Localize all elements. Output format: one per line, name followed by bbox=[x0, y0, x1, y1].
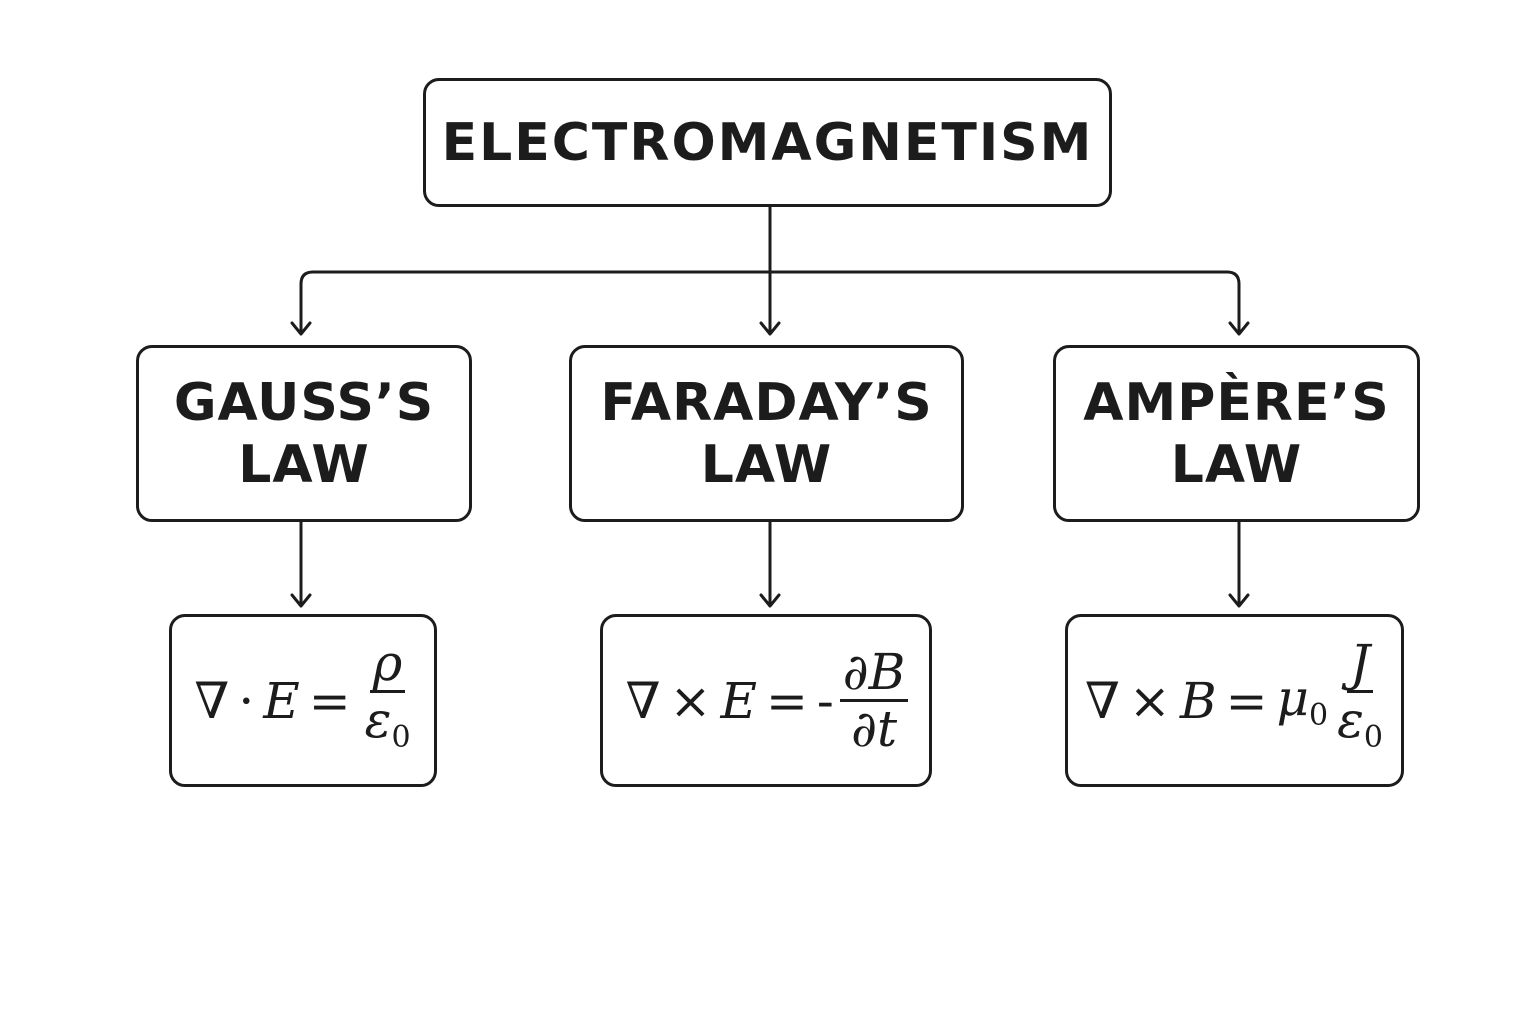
arrowhead-faraday bbox=[759, 321, 781, 336]
subscript-zero: 0 bbox=[1363, 720, 1383, 755]
equals-sign: = bbox=[765, 671, 808, 730]
arrowhead-ampere bbox=[1228, 321, 1250, 336]
arrowhead-gauss bbox=[290, 321, 312, 336]
nabla-symbol: ∇ bbox=[1084, 671, 1120, 730]
faraday-law-title: FARADAY’S bbox=[600, 372, 933, 433]
fraction-numerator: J bbox=[1347, 636, 1374, 693]
subscript-zero: 0 bbox=[1308, 697, 1329, 733]
arrow-to-ampere bbox=[1225, 270, 1241, 335]
subscript-zero: 0 bbox=[391, 720, 411, 755]
gauss-law-node: GAUSS’S LAW bbox=[136, 345, 472, 522]
charge-density-fraction: ρ ε0 bbox=[362, 636, 414, 765]
root-label: ELECTROMAGNETISM bbox=[441, 112, 1094, 173]
arrowhead-faraday-equation bbox=[759, 593, 781, 608]
faraday-equation: ∇ × E = - ∂B ∂t bbox=[624, 645, 909, 756]
nabla-symbol: ∇ bbox=[625, 671, 661, 730]
time-derivative-fraction: ∂B ∂t bbox=[839, 645, 909, 758]
gauss-equation: ∇ · E = ρ ε0 bbox=[192, 636, 413, 765]
dot-product-operator: · bbox=[238, 671, 255, 730]
arrow-to-gauss bbox=[299, 270, 315, 335]
fraction-denominator: ε0 bbox=[1334, 693, 1386, 765]
ampere-law-title: AMPÈRE’S bbox=[1083, 372, 1390, 433]
ampere-law-node: AMPÈRE’S LAW bbox=[1053, 345, 1420, 522]
minus-sign: - bbox=[816, 671, 834, 730]
electric-field-symbol: E bbox=[720, 671, 757, 730]
fraction-denominator: ε0 bbox=[362, 693, 414, 765]
mu-symbol: μ bbox=[1276, 668, 1309, 727]
faraday-law-subtitle: LAW bbox=[700, 434, 833, 495]
electric-field-symbol: E bbox=[263, 671, 300, 730]
epsilon-symbol: ε bbox=[1337, 691, 1364, 749]
magnetic-field-symbol: B bbox=[1179, 671, 1217, 730]
nabla-symbol: ∇ bbox=[194, 671, 230, 730]
equals-sign: = bbox=[308, 671, 351, 730]
permeability-coefficient: μ0 bbox=[1274, 669, 1330, 733]
epsilon-symbol: ε bbox=[364, 691, 392, 749]
fraction-numerator: ∂B bbox=[839, 645, 909, 702]
fraction-numerator: ρ bbox=[369, 636, 406, 693]
ampere-equation-box: ∇ × B = μ0 J ε0 bbox=[1065, 614, 1404, 787]
equals-sign: = bbox=[1225, 671, 1268, 730]
cross-product-operator: × bbox=[669, 671, 712, 730]
gauss-law-subtitle: LAW bbox=[238, 434, 370, 495]
current-density-fraction: J ε0 bbox=[1334, 636, 1386, 765]
ampere-law-subtitle: LAW bbox=[1170, 434, 1303, 495]
faraday-equation-box: ∇ × E = - ∂B ∂t bbox=[600, 614, 932, 787]
fraction-denominator: ∂t bbox=[851, 700, 898, 758]
gauss-law-title: GAUSS’S bbox=[173, 372, 435, 433]
arrowhead-gauss-equation bbox=[290, 593, 312, 608]
gauss-equation-box: ∇ · E = ρ ε0 bbox=[169, 614, 437, 787]
faraday-law-node: FARADAY’S LAW bbox=[569, 345, 964, 522]
arrowhead-ampere-equation bbox=[1228, 593, 1250, 608]
ampere-equation: ∇ × B = μ0 J ε0 bbox=[1083, 636, 1386, 765]
cross-product-operator: × bbox=[1128, 671, 1171, 730]
root-node-electromagnetism: ELECTROMAGNETISM bbox=[423, 78, 1112, 207]
